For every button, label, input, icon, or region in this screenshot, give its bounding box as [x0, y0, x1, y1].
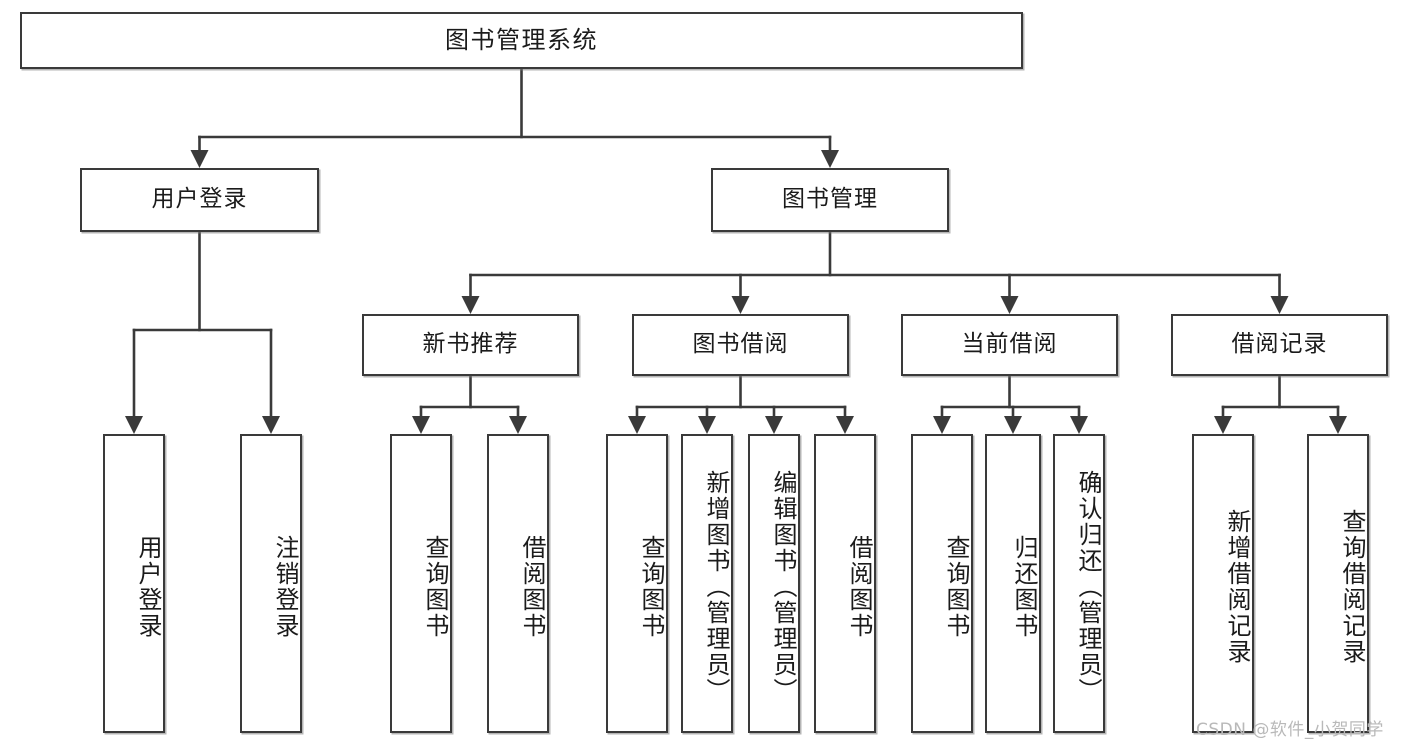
leaf-leaf-query-book-1[interactable]: 查询图书	[390, 434, 452, 733]
arrowhead-book-manage-3	[1270, 296, 1289, 314]
node-borrow-record[interactable]: 借阅记录	[1171, 314, 1388, 376]
arrowhead-current-borrow-1	[1004, 416, 1022, 434]
leaf-leaf-user-login[interactable]: 用户登录	[103, 434, 165, 733]
leaf-leaf-confirm-return[interactable]: 确认归还（管理员）	[1053, 434, 1105, 733]
arrowhead-new-book-rec-0	[412, 416, 430, 434]
node-label: 归还图书	[1010, 534, 1038, 639]
node-label: 编辑图书（管理员）	[769, 469, 797, 704]
leaf-leaf-borrow-book-1[interactable]: 借阅图书	[487, 434, 549, 733]
arrowhead-borrow-record-1	[1329, 416, 1347, 434]
leaf-leaf-query-record[interactable]: 查询借阅记录	[1307, 434, 1369, 733]
node-label: 新增借阅记录	[1223, 508, 1251, 665]
node-user-login[interactable]: 用户登录	[80, 168, 319, 232]
node-label: 图书管理系统	[445, 26, 598, 55]
node-label: 查询图书	[637, 534, 665, 639]
node-label: 用户登录	[151, 186, 248, 213]
node-label: 注销登录	[271, 534, 299, 639]
leaf-leaf-add-book[interactable]: 新增图书（管理员）	[681, 434, 733, 733]
node-new-book-rec[interactable]: 新书推荐	[362, 314, 579, 376]
node-book-borrow[interactable]: 图书借阅	[632, 314, 849, 376]
arrowhead-book-manage-0	[461, 296, 480, 314]
arrowhead-book-borrow-2	[765, 416, 783, 434]
node-label: 查询借阅记录	[1338, 508, 1366, 665]
arrowhead-root-0	[190, 150, 209, 168]
arrowhead-current-borrow-2	[1070, 416, 1088, 434]
node-root[interactable]: 图书管理系统	[20, 12, 1023, 69]
leaf-leaf-query-book-3[interactable]: 查询图书	[911, 434, 973, 733]
arrowhead-borrow-record-0	[1214, 416, 1232, 434]
leaf-leaf-query-book-2[interactable]: 查询图书	[606, 434, 668, 733]
node-label: 新增图书（管理员）	[702, 469, 730, 704]
arrowhead-book-borrow-1	[698, 416, 716, 434]
arrowhead-current-borrow-0	[933, 416, 951, 434]
arrowhead-book-borrow-0	[628, 416, 646, 434]
arrowhead-user-login-1	[262, 416, 280, 434]
node-label: 借阅图书	[845, 534, 873, 639]
node-label: 借阅记录	[1231, 331, 1328, 358]
node-current-borrow[interactable]: 当前借阅	[901, 314, 1118, 376]
node-label: 新书推荐	[422, 331, 519, 358]
node-label: 查询图书	[421, 534, 449, 639]
leaf-leaf-borrow-book-2[interactable]: 借阅图书	[814, 434, 876, 733]
arrowhead-book-manage-2	[1000, 296, 1019, 314]
node-label: 确认归还（管理员）	[1074, 469, 1102, 704]
arrowhead-root-1	[821, 150, 839, 168]
node-label: 用户登录	[134, 534, 162, 639]
leaf-leaf-return-book[interactable]: 归还图书	[985, 434, 1041, 733]
leaf-leaf-edit-book[interactable]: 编辑图书（管理员）	[748, 434, 800, 733]
node-label: 查询图书	[942, 534, 970, 639]
arrowhead-new-book-rec-1	[509, 416, 527, 434]
node-label: 当前借阅	[961, 331, 1058, 358]
node-label: 图书管理	[782, 186, 878, 213]
leaf-leaf-user-logout[interactable]: 注销登录	[240, 434, 302, 733]
watermark-label: CSDN @软件_小贺同学	[1196, 720, 1384, 740]
arrowhead-user-login-0	[125, 416, 143, 434]
leaf-leaf-add-record[interactable]: 新增借阅记录	[1192, 434, 1254, 733]
arrowhead-book-manage-1	[731, 296, 750, 314]
node-book-manage[interactable]: 图书管理	[711, 168, 949, 232]
node-label: 借阅图书	[518, 534, 546, 639]
node-label: 图书借阅	[692, 331, 789, 358]
arrowhead-book-borrow-3	[836, 416, 854, 434]
